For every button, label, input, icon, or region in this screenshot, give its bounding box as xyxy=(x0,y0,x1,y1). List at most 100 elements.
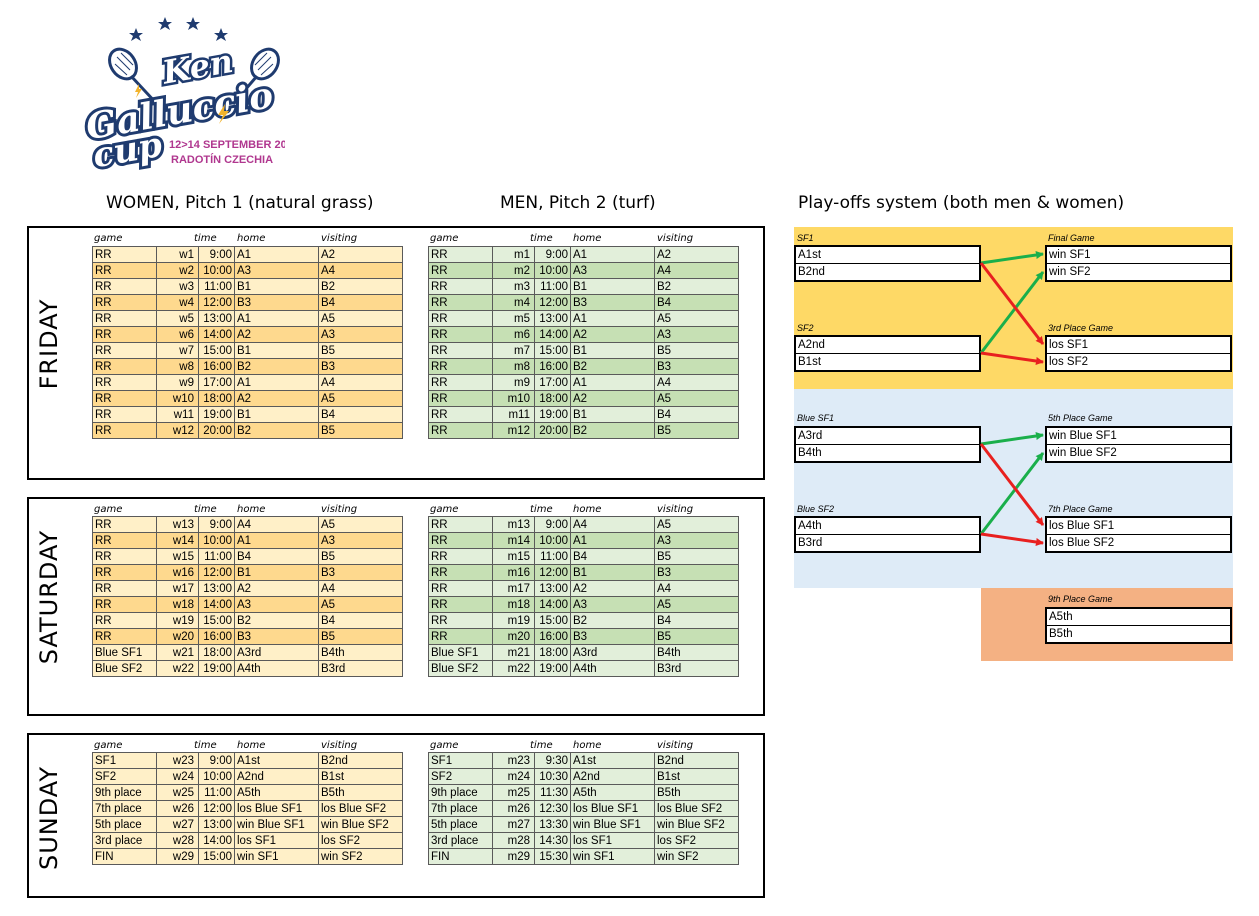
box-sf1: A1st B2nd xyxy=(794,245,981,282)
cell-home: A3 xyxy=(570,596,655,613)
arrow-sf1-to-final xyxy=(980,251,1044,265)
cell-game: RR xyxy=(92,310,157,327)
column-header-game: game xyxy=(430,233,459,244)
cell-game: RR xyxy=(92,564,157,581)
cell-game-id: w16 xyxy=(156,564,199,581)
cell-home: B1 xyxy=(234,406,319,423)
cell-game: RR xyxy=(428,278,493,295)
cell-game-id: w6 xyxy=(156,326,199,343)
cell-game: 3rd place xyxy=(428,832,493,849)
cell-home: A1 xyxy=(234,310,319,327)
cell-time: 12:00 xyxy=(534,294,571,311)
cell-time: 18:00 xyxy=(534,644,571,661)
event-logo: Ken Galluccio cup 12>14 SEPTEMBER 2025 R… xyxy=(75,12,299,184)
cell-visiting: los Blue SF2 xyxy=(318,800,403,817)
logo-dates: 12>14 SEPTEMBER 2025 xyxy=(169,139,285,151)
cell-time: 13:00 xyxy=(534,580,571,597)
cell-game-id: w15 xyxy=(156,548,199,565)
cell-home: A2 xyxy=(234,390,319,407)
label-final: Final Game xyxy=(1048,233,1095,243)
arrow-sf1-to-third xyxy=(979,262,1045,345)
cell-game-id: m14 xyxy=(492,532,535,549)
cell-home: B2 xyxy=(570,422,655,439)
cell-home: A1 xyxy=(570,310,655,327)
cell-visiting: win SF2 xyxy=(318,848,403,865)
cell-home: A5th xyxy=(570,784,655,801)
cell-game-id: m9 xyxy=(492,374,535,391)
arrow-sf2-to-final xyxy=(979,271,1045,354)
cell-visiting: B5th xyxy=(318,784,403,801)
cell-visiting: B3 xyxy=(318,564,403,581)
cell-game: 3rd place xyxy=(92,832,157,849)
column-header-time: time xyxy=(194,740,217,751)
label-fifth: 5th Place Game xyxy=(1048,413,1113,423)
cell-home: A4th xyxy=(234,660,319,677)
box-blue-sf2: A4th B3rd xyxy=(794,516,981,553)
box-fifth: win Blue SF1 win Blue SF2 xyxy=(1045,426,1232,463)
cell-game: Blue SF2 xyxy=(92,660,157,677)
cell-game: SF1 xyxy=(92,752,157,769)
cell-game: SF1 xyxy=(428,752,493,769)
cell-game: Blue SF1 xyxy=(428,644,493,661)
cell-visiting: A4 xyxy=(318,580,403,597)
column-header-visiting: visiting xyxy=(657,504,694,515)
cell-game-id: m29 xyxy=(492,848,535,865)
cell-time: 15:00 xyxy=(198,612,235,629)
cell-visiting: B5 xyxy=(318,628,403,645)
box-seventh: los Blue SF1 los Blue SF2 xyxy=(1045,516,1232,553)
cell-game: RR xyxy=(428,564,493,581)
cell-time: 14:30 xyxy=(534,832,571,849)
cell-game: RR xyxy=(92,294,157,311)
cell-game-id: m12 xyxy=(492,422,535,439)
cell-game-id: m20 xyxy=(492,628,535,645)
cell-game-id: m22 xyxy=(492,660,535,677)
cell-time: 15:00 xyxy=(534,612,571,629)
cell-home: B2 xyxy=(234,422,319,439)
cell-time: 9:00 xyxy=(198,516,235,533)
column-header-home: home xyxy=(573,740,602,751)
column-header-game: game xyxy=(94,233,123,244)
column-header-visiting: visiting xyxy=(657,233,694,244)
column-header-home: home xyxy=(237,233,266,244)
box-blue-sf1-row: B4th xyxy=(796,444,979,461)
cell-time: 14:00 xyxy=(198,326,235,343)
cell-home: los Blue SF1 xyxy=(570,800,655,817)
cell-home: B3 xyxy=(234,294,319,311)
cell-game: 5th place xyxy=(428,816,493,833)
box-seventh-row: los Blue SF1 xyxy=(1049,520,1115,532)
cell-time: 11:00 xyxy=(534,548,571,565)
cell-home: B1 xyxy=(234,342,319,359)
cell-visiting: A4 xyxy=(654,374,739,391)
box-blue-sf1: A3rd B4th xyxy=(794,426,981,463)
cell-game: 7th place xyxy=(92,800,157,817)
cell-game: RR xyxy=(92,516,157,533)
cell-game-id: m8 xyxy=(492,358,535,375)
box-blue-sf2-row: B3rd xyxy=(796,534,979,551)
cell-game-id: m7 xyxy=(492,342,535,359)
men-section-title: MEN, Pitch 2 (turf) xyxy=(500,193,656,213)
cell-visiting: B4 xyxy=(654,612,739,629)
label-third: 3rd Place Game xyxy=(1048,323,1114,333)
cell-game: RR xyxy=(92,246,157,263)
column-header-home: home xyxy=(573,233,602,244)
cell-game-id: m11 xyxy=(492,406,535,423)
cell-time: 11:00 xyxy=(198,548,235,565)
box-final-row: win SF1 xyxy=(1049,249,1091,261)
cell-game: RR xyxy=(428,516,493,533)
cell-time: 20:00 xyxy=(198,422,235,439)
label-sf1: SF1 xyxy=(797,233,814,243)
column-header-time: time xyxy=(530,233,553,244)
cell-visiting: A4 xyxy=(318,374,403,391)
cell-game-id: w11 xyxy=(156,406,199,423)
